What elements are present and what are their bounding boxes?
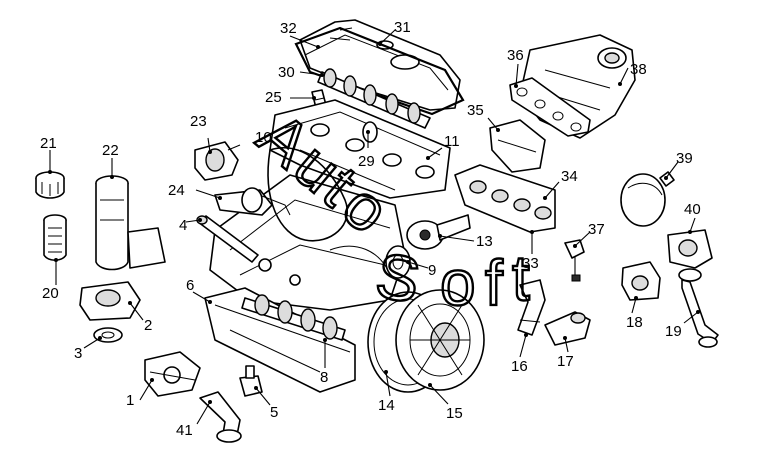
callout-14: 14	[378, 397, 395, 414]
oil-pan	[204, 287, 356, 393]
watermark-char: f	[485, 247, 503, 319]
crankshaft	[241, 294, 346, 341]
callout-24: 24	[168, 182, 185, 199]
filter-insert	[43, 214, 67, 262]
callout-32: 32	[280, 20, 297, 37]
camshaft	[317, 68, 431, 129]
callout-40: 40	[684, 201, 701, 218]
callout-15: 15	[446, 405, 463, 422]
callout-6: 6	[186, 277, 194, 294]
temperature-sender	[564, 239, 585, 282]
egr-valve	[667, 229, 713, 269]
solenoid-valve	[621, 261, 661, 301]
callout-33: 33	[522, 255, 539, 272]
coolant-pipe	[196, 215, 259, 263]
callout-10: 10	[255, 129, 272, 146]
callout-38: 38	[630, 61, 647, 78]
watermark-char: t	[512, 242, 530, 314]
callout-16: 16	[511, 358, 528, 375]
pickup-tube	[199, 391, 242, 443]
callout-8: 8	[320, 369, 328, 386]
intake-pipe	[214, 187, 291, 216]
callout-30: 30	[278, 64, 295, 81]
watermark-tail: S o f t	[369, 237, 531, 320]
valve-cover-gasket	[294, 26, 465, 116]
callout-7: 17	[557, 353, 574, 370]
callout-18: 18	[626, 314, 643, 331]
callout-20: 20	[42, 285, 59, 302]
exhaust-manifold	[454, 164, 556, 233]
filter-housing	[95, 175, 166, 271]
callout-31: 31	[394, 19, 411, 36]
mounting-bracket	[517, 279, 546, 336]
cylinder-head	[269, 99, 451, 199]
vacuum-unit	[620, 171, 675, 227]
callout-35: 35	[467, 102, 484, 119]
callout-5: 5	[270, 404, 278, 421]
callout-34: 34	[561, 168, 578, 185]
clutch-assembly	[395, 289, 485, 391]
callout-2: 2	[144, 317, 152, 334]
oil-pump	[144, 351, 201, 397]
watermark-char: o	[440, 247, 476, 319]
callout-4: 4	[179, 217, 187, 234]
callout-29: 29	[358, 153, 375, 170]
filler-cap	[35, 171, 65, 199]
callout-21: 21	[40, 135, 57, 152]
callout-23: 23	[190, 113, 207, 130]
callout-41: 41	[176, 422, 193, 439]
filter-base	[79, 281, 141, 321]
leader-lines	[48, 29, 700, 425]
drain-plug	[239, 365, 263, 397]
callout-11: 11	[444, 133, 460, 150]
callout-labels: 1 2 3 4 5 6 17 8 9 10 11 13 14 15 16 18 …	[40, 19, 701, 439]
callout-13: 13	[476, 233, 493, 250]
callout-22: 22	[102, 142, 119, 159]
timing-belt	[267, 147, 348, 242]
oil-cooler	[93, 327, 123, 343]
callout-1: 1	[126, 392, 134, 409]
callout-39: 39	[676, 150, 693, 167]
callout-25: 25	[265, 89, 282, 106]
callout-3: 3	[74, 345, 82, 362]
intake-manifold-gasket	[509, 77, 591, 137]
throttle-body	[194, 141, 241, 181]
valve-cover	[299, 19, 461, 111]
callout-36: 36	[507, 47, 524, 64]
actuator	[544, 311, 591, 346]
callout-19: 19	[665, 323, 682, 340]
egr-pipe	[678, 268, 719, 348]
callout-37: 37	[588, 221, 605, 238]
pulley	[385, 245, 411, 279]
callout-9: 9	[428, 262, 436, 279]
heat-shield	[489, 119, 546, 173]
